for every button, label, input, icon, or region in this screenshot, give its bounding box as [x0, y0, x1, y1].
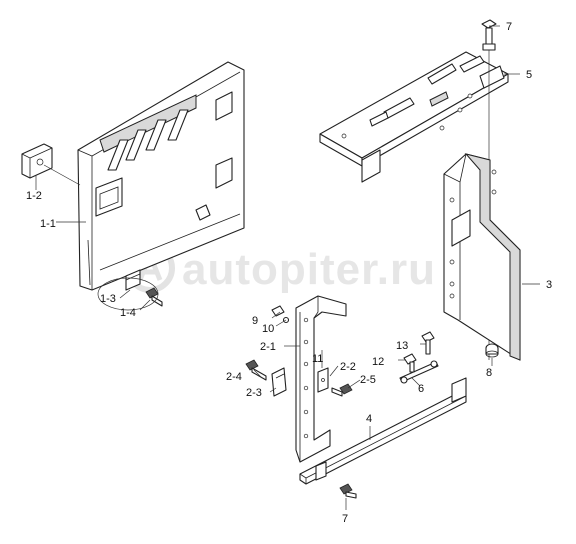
mounting-plate-5 — [319, 51, 509, 183]
label-2-2: 2-2 — [340, 361, 356, 373]
watermark-text: autopiter.ru — [182, 245, 436, 294]
label-2-5: 2-5 — [360, 374, 376, 386]
rod-6 — [399, 360, 439, 384]
bolt-12 — [403, 353, 417, 373]
label-1-3: 1-3 — [100, 293, 116, 305]
label-1-1: 1-1 — [40, 218, 56, 230]
bolt-2-5 — [331, 383, 353, 397]
leader-lines — [35, 25, 540, 510]
label-12: 12 — [372, 356, 384, 368]
bolt-9 — [271, 305, 285, 317]
label-10: 10 — [262, 323, 274, 335]
label-1-4: 1-4 — [120, 307, 136, 319]
label-6: 6 — [418, 383, 424, 395]
clip-11 — [317, 367, 329, 393]
callout-labels: 1-2 1-1 1-3 1-4 7 5 3 9 10 2-1 11 13 12 … — [26, 21, 552, 525]
label-9: 9 — [252, 315, 258, 327]
grommet-8 — [485, 343, 499, 358]
label-13: 13 — [396, 340, 408, 352]
detail-ellipse — [97, 277, 159, 311]
watermark: autopiter.ru — [125, 243, 436, 294]
label-5: 5 — [526, 69, 532, 81]
vertical-bracket-3 — [443, 153, 521, 361]
bracket-1-2 — [21, 143, 81, 186]
clip-1-3 — [125, 269, 141, 291]
label-2-3: 2-3 — [246, 387, 262, 399]
label-8: 8 — [486, 367, 492, 379]
clamp-2-3 — [271, 367, 287, 397]
cross-bar-4 — [299, 377, 467, 485]
bolt-7-bottom — [339, 483, 357, 499]
label-3: 3 — [546, 279, 552, 291]
label-11: 11 — [312, 353, 323, 365]
side-panel-1-1 — [77, 61, 245, 291]
label-7-bottom: 7 — [342, 513, 348, 525]
label-4: 4 — [366, 413, 372, 425]
label-2-1: 2-1 — [260, 341, 276, 353]
label-7-top: 7 — [506, 21, 512, 33]
bolt-2-4 — [245, 359, 267, 381]
label-2-4: 2-4 — [226, 371, 242, 383]
bolt-13 — [421, 331, 435, 355]
vertical-strap-2-1 — [295, 295, 347, 463]
label-1-2: 1-2 — [26, 190, 42, 202]
